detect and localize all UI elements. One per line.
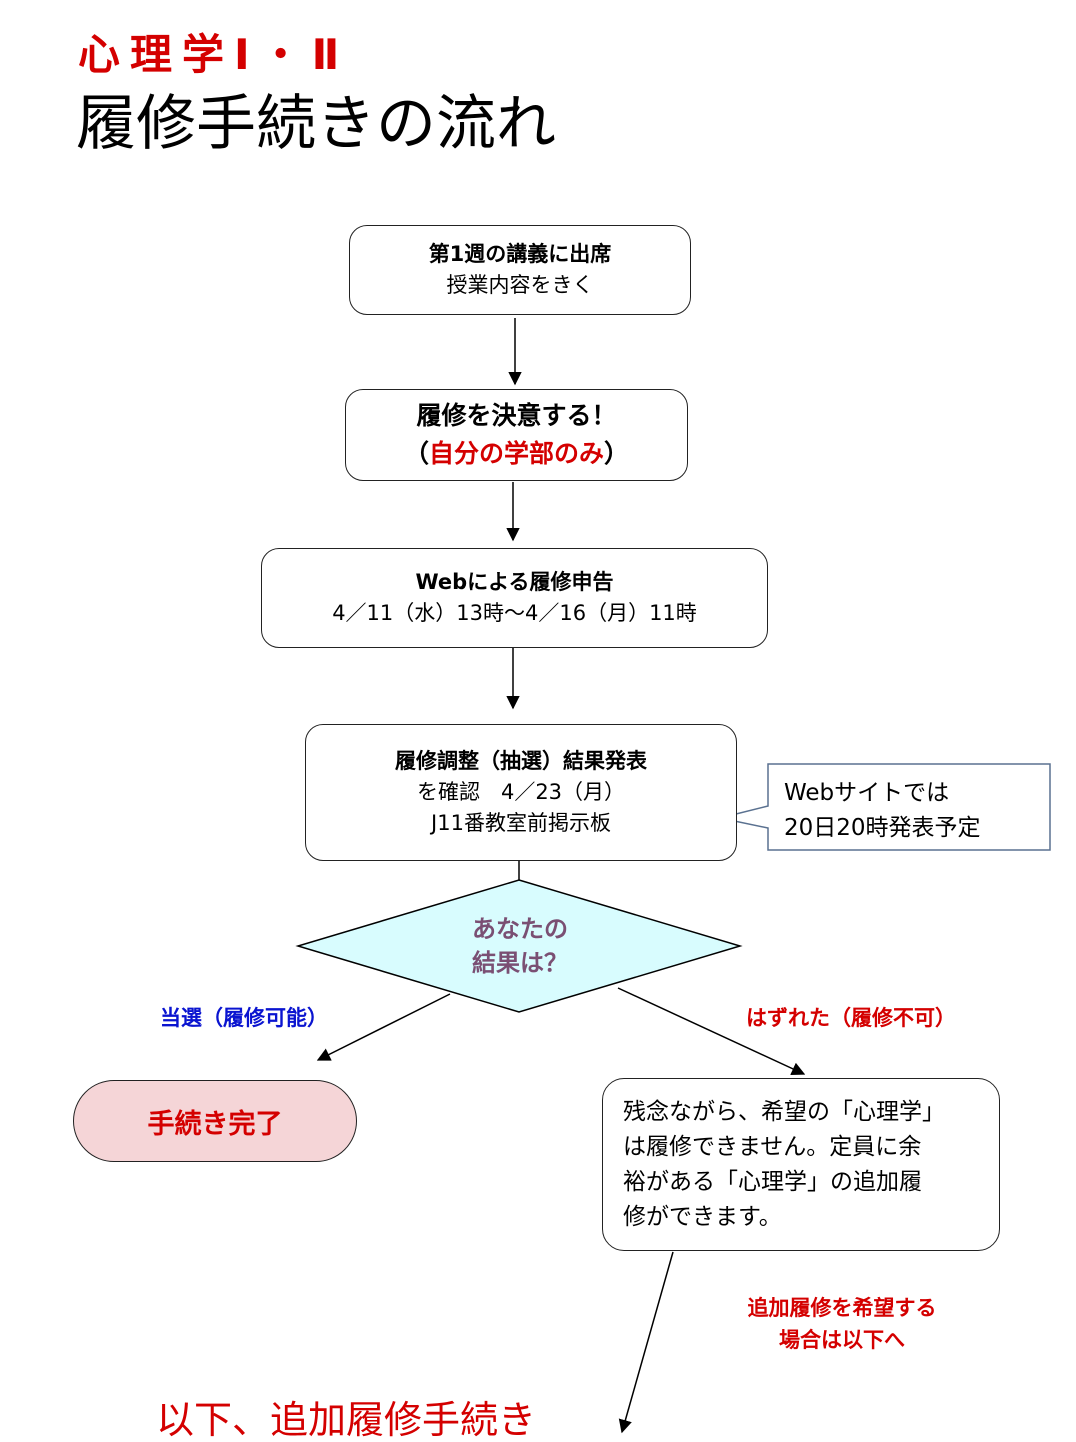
sorry-line-1: 残念ながら、希望の「心理学」 <box>623 1099 945 1125</box>
additional-procedure-heading: 以下、追加履修手続き <box>156 1398 537 1442</box>
branch-label-selected: 当選（履修可能） <box>160 1006 328 1030</box>
additional-line-2: 場合は以下へ <box>779 1328 905 1352</box>
additional-enrollment-note: 追加履修を希望する 場合は以下へ <box>712 1292 972 1356</box>
sorry-line-3: 裕がある「心理学」の追加履 <box>623 1169 922 1195</box>
arrow-to-sorry <box>617 987 806 1076</box>
not-selected-message-box: 残念ながら、希望の「心理学」 は履修できません。定員に余 裕がある「心理学」の追… <box>602 1078 1000 1251</box>
step-attend-lecture: 第1週の講義に出席 授業内容をきく <box>349 225 691 315</box>
step-1-title: 第1週の講義に出席 <box>428 242 612 266</box>
paren-close: ） <box>604 439 630 468</box>
callout-line-1: Webサイトでは <box>784 780 950 806</box>
callout-line-2: 20日20時発表予定 <box>784 815 981 841</box>
sorry-line-2: は履修できません。定員に余 <box>623 1134 922 1160</box>
step-decide-enrollment: 履修を決意する！ （自分の学部のみ） <box>345 389 688 481</box>
decision-label: あなたの 結果は？ <box>420 912 620 980</box>
additional-line-1: 追加履修を希望する <box>747 1296 937 1320</box>
branch-label-not-selected: はずれた（履修不可） <box>746 1006 956 1030</box>
paren-open: （ <box>403 439 429 468</box>
callout-bubble <box>719 763 1051 851</box>
step-web-registration: Webによる履修申告 4／11（水）13時～4／16（月）11時 <box>261 548 768 648</box>
step-2-note: （自分の学部のみ） <box>404 435 629 473</box>
step-3-period: 4／11（水）13時～4／16（月）11時 <box>332 601 697 625</box>
step-1-desc: 授業内容をきく <box>446 273 594 297</box>
arrow-to-additional <box>618 1251 674 1434</box>
decision-line-2: 結果は？ <box>472 949 568 977</box>
callout-note: Webサイトでは 20日20時発表予定 <box>784 776 981 846</box>
step-check-results: 履修調整（抽選）結果発表 を確認 4／23（月） J11番教室前掲示板 <box>305 724 737 861</box>
own-faculty-only: 自分の学部のみ <box>428 439 604 468</box>
decision-diamond <box>295 879 743 1013</box>
step-2-title: 履修を決意する！ <box>416 401 617 430</box>
sorry-line-4: 修ができます。 <box>623 1204 782 1230</box>
step-3-title: Webによる履修申告 <box>415 570 614 594</box>
step-4-title: 履修調整（抽選）結果発表 <box>395 749 647 773</box>
page-title: 履修手続きの流れ <box>76 89 556 159</box>
procedure-complete-terminal: 手続き完了 <box>73 1080 357 1162</box>
arrow-to-complete <box>316 993 451 1061</box>
subject-title: 心理学Ⅰ・Ⅱ <box>78 30 350 79</box>
step-4-location: J11番教室前掲示板 <box>431 811 611 835</box>
decision-line-1: あなたの <box>472 915 568 943</box>
step-4-date: を確認 4／23（月） <box>416 780 626 804</box>
